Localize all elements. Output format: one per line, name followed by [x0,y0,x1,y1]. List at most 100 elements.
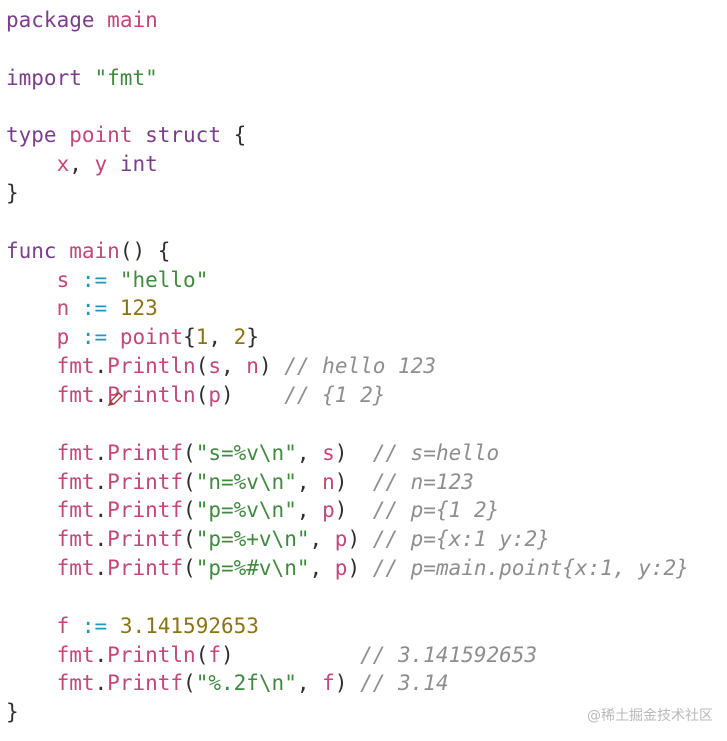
code-token: Printf [107,440,184,465]
code-token: // 3.14 [360,671,449,696]
code-token: struct [145,123,221,148]
code-token [6,441,57,465]
code-line: p := point{1, 2} [6,323,689,352]
code-token: p [322,498,335,523]
code-token: "hello" [119,267,209,292]
code-token: p [334,527,348,552]
code-token: , [296,671,323,696]
code-token: fmt [56,382,95,407]
code-token [6,556,57,580]
code-token: := [81,325,108,350]
code-token: "n=%v\n" [195,469,297,494]
code-token: . [94,671,108,696]
code-token [6,470,57,494]
code-token: n [56,296,70,321]
code-token [6,296,57,320]
code-line: s := "hello" [6,266,689,295]
code-token: ) [334,469,373,494]
code-token: s [208,354,221,379]
code-line: fmt.Printf("p=%v\n", p) // p={1 2} [6,496,689,525]
code-token [107,296,120,320]
code-token [6,383,57,407]
code-token [82,66,95,90]
code-token: point [119,325,184,350]
code-token: , [296,498,323,523]
code-line: x, y int [6,150,689,179]
code-token: . [94,642,108,667]
code-token: "s=%v\n" [195,440,297,465]
code-line: fmt.Printf("p=%+v\n", p) // p={x:1 y:2} [6,525,689,554]
code-token: fmt [56,556,95,581]
code-token [6,671,57,695]
code-token [69,268,82,292]
code-token: . [94,382,108,407]
code-token: 3.141592653 [119,613,259,638]
code-token: // {1 2} [284,382,386,407]
code-token: // hello 123 [284,354,436,379]
code-token: "p=%v\n" [195,498,297,523]
code-token: fmt [56,671,95,696]
code-token: fmt [56,354,95,379]
code-token [57,239,70,263]
code-line [6,93,689,122]
code-token: p [208,382,221,407]
code-token: Printf [107,498,184,523]
code-token: fmt [56,527,95,552]
code-token: // p={x:1 y:2} [372,527,550,552]
code-token [107,614,120,638]
code-token: // 3.141592653 [360,642,538,667]
code-token: fmt [56,498,95,523]
code-line [6,208,689,237]
code-token: ( [195,642,209,667]
code-line: n := 123 [6,294,689,323]
code-token: := [81,267,108,292]
code-token: f [322,671,335,696]
code-token: { [220,123,247,148]
code-token: Println [107,354,196,379]
code-token: ) [221,382,285,407]
code-token: ) [347,556,373,581]
code-token: ( [183,469,196,494]
code-line: fmt.Printf("s=%v\n", s) // s=hello [6,439,689,468]
code-token: y [94,152,108,177]
code-token: "p=%+v\n" [195,527,310,552]
code-token [69,296,82,320]
code-token: p [334,556,348,581]
code-token: // p=main.point{x:1, y:2} [372,556,689,581]
code-token: fmt [56,469,95,494]
code-token [6,354,57,378]
code-line: fmt.Println(f) // 3.141592653 [6,641,689,670]
code-token: x [56,152,70,177]
code-token: package [6,8,95,32]
code-token: // s=hello [372,440,500,465]
code-token [6,268,57,292]
code-token: . [94,556,108,581]
code-token: "p=%#v\n" [195,556,310,581]
code-token: , [309,527,335,552]
code-token: . [94,354,108,379]
code-token: // n=123 [372,469,474,494]
code-token: ( [183,440,196,465]
code-token: import [6,65,82,90]
code-token: Println [107,642,196,667]
code-token: main [69,238,120,263]
code-line: fmt.Printf("%.2f\n", f) // 3.14 [6,669,689,698]
code-token [6,643,57,667]
code-token [132,123,145,147]
code-token: , [221,354,247,379]
code-token: , [69,152,95,177]
code-line [6,35,689,64]
code-token: Println [107,382,196,407]
code-token [6,614,57,638]
code-token: := [81,613,108,638]
code-token: ( [195,382,209,407]
code-token: s [56,267,70,292]
code-token [69,325,82,349]
code-token: n [322,469,335,494]
code-token: Printf [107,527,184,552]
code-line: func main() { [6,237,689,266]
code-token: 1 [195,325,209,350]
code-block: package main import "fmt" type point str… [6,6,689,727]
code-line: fmt.Println(s, n) // hello 123 [6,352,689,381]
code-token: f [208,642,221,667]
